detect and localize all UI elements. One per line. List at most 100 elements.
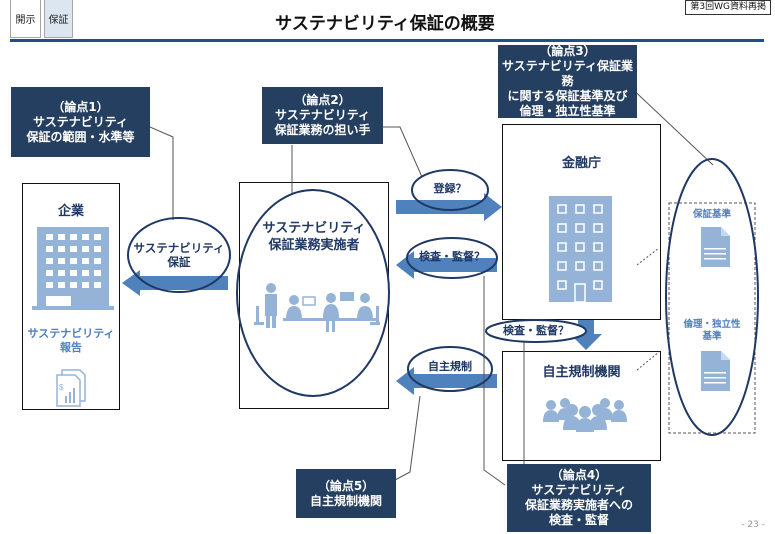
building-window bbox=[94, 258, 101, 264]
issue4-line: 保証業務実施者への bbox=[524, 498, 633, 512]
assurance-flow-label: サステナビリティ 保証 bbox=[128, 241, 230, 269]
building-window bbox=[575, 223, 585, 233]
meeting-team-icon bbox=[254, 283, 380, 332]
issue1-line: 保証の範囲・水準等 bbox=[26, 129, 135, 144]
fsa-standards-dashed-line bbox=[636, 247, 660, 266]
assurance-standard-label: 保証基準 bbox=[692, 209, 731, 220]
issue4-heading: （論点4） bbox=[550, 468, 608, 482]
ethics-standard-document-icon bbox=[701, 351, 730, 391]
issue2-box: （論点2） サステナビリティ 保証業務の担い手 bbox=[262, 87, 383, 144]
building-window bbox=[46, 246, 53, 252]
issue1-connector bbox=[149, 126, 174, 220]
building-window bbox=[58, 258, 65, 264]
inspection-down-label: 検査・監督？ bbox=[503, 324, 569, 337]
company-building-icon bbox=[32, 227, 114, 310]
ethics-standard-line: 倫理・独立性 bbox=[683, 319, 741, 330]
provider-label-line: 保証業務実施者 bbox=[268, 238, 360, 253]
issue1-heading: （論点1） bbox=[52, 99, 109, 114]
inspection-down-ellipse bbox=[485, 319, 587, 343]
report-label-line: 報告 bbox=[60, 341, 82, 354]
building-window bbox=[70, 246, 77, 252]
standards-dashed-box bbox=[668, 202, 756, 434]
issue2-line: 保証業務の担い手 bbox=[274, 123, 371, 137]
assurance-flow-line: 保証 bbox=[167, 255, 191, 269]
registration-label: 登録？ bbox=[433, 182, 467, 195]
issue4-connector-left bbox=[483, 276, 506, 486]
self-regulation-label: 自主規制 bbox=[428, 360, 472, 373]
building-window bbox=[70, 258, 77, 264]
standards-ellipse bbox=[665, 158, 759, 436]
issue3-heading: （論点3） bbox=[539, 44, 596, 58]
building-window bbox=[94, 282, 101, 288]
registration-arrow bbox=[396, 193, 502, 221]
issue1-line: サステナビリティ bbox=[32, 114, 129, 129]
assurance-ellipse bbox=[127, 217, 231, 293]
building-window bbox=[593, 204, 603, 214]
assurance-arrow bbox=[122, 270, 228, 296]
report-label: サステナビリティ 報告 bbox=[22, 327, 120, 355]
page-title: サステナビリティ保証の概要 bbox=[275, 14, 495, 34]
tab-disclosure[interactable]: 開示 bbox=[10, 0, 41, 38]
building-window bbox=[557, 261, 567, 271]
issue3-line: 倫理・独立性基準 bbox=[519, 104, 616, 118]
issue5-line: 自主規制機関 bbox=[309, 493, 382, 508]
issue4-line: 検査・監督 bbox=[548, 513, 609, 527]
building-window bbox=[94, 270, 101, 276]
issue1-box: （論点1） サステナビリティ 保証の範囲・水準等 bbox=[11, 87, 150, 157]
building-window bbox=[46, 282, 53, 288]
report-label-line: サステナビリティ bbox=[27, 327, 115, 340]
self-regulation-ellipse bbox=[407, 346, 493, 392]
building-window bbox=[82, 258, 89, 264]
building-window bbox=[94, 246, 101, 252]
building-window bbox=[557, 223, 567, 233]
issue3-connector bbox=[625, 82, 714, 166]
report-document-icon: $ bbox=[56, 369, 86, 407]
building-window bbox=[46, 270, 53, 276]
issue2-connector-right bbox=[383, 126, 423, 178]
header-rule bbox=[10, 39, 764, 42]
sro-standards-dashed-line bbox=[636, 351, 660, 371]
building-window bbox=[58, 234, 65, 240]
sro-box: 自主規制機関 bbox=[502, 351, 661, 461]
ethics-standard-label: 倫理・独立性 基準 bbox=[669, 319, 755, 343]
building-window bbox=[46, 258, 53, 264]
inspection-fsa-ellipse bbox=[406, 237, 498, 279]
building-window bbox=[70, 270, 77, 276]
issue3-line: サステナビリティ保証業務 bbox=[501, 59, 634, 88]
building-window bbox=[70, 282, 77, 288]
building-window bbox=[557, 204, 567, 214]
building-window bbox=[46, 234, 53, 240]
building-window bbox=[593, 223, 603, 233]
building-window bbox=[94, 234, 101, 240]
issue5-heading: （論点5） bbox=[317, 478, 375, 493]
building-window bbox=[82, 282, 89, 288]
building-window bbox=[58, 282, 65, 288]
building-window bbox=[82, 270, 89, 276]
building-window bbox=[593, 280, 603, 290]
tab-assurance[interactable]: 保証 bbox=[44, 0, 73, 38]
provider-ellipse bbox=[236, 189, 390, 397]
building-window bbox=[82, 234, 89, 240]
building-window bbox=[575, 242, 585, 252]
building-window bbox=[58, 270, 65, 276]
sro-title: 自主規制機関 bbox=[542, 365, 621, 380]
registration-ellipse bbox=[411, 169, 489, 211]
ethics-standard-line: 基準 bbox=[702, 331, 722, 342]
issue2-line: サステナビリティ bbox=[274, 108, 371, 122]
svg-text:$: $ bbox=[59, 383, 64, 392]
fsa-building-icon bbox=[549, 196, 612, 303]
tab-assurance-label: 保証 bbox=[48, 15, 69, 26]
issue3-box: （論点3） サステナビリティ保証業務 に関する保証基準及び 倫理・独立性基準 bbox=[498, 44, 637, 118]
tab-disclosure-label: 開示 bbox=[15, 15, 36, 26]
building-window bbox=[575, 204, 585, 214]
reprint-badge: 第3回WG資料再掲 bbox=[685, 0, 771, 15]
fsa-title: 金融庁 bbox=[561, 156, 601, 171]
page-number: - 23 - bbox=[741, 520, 765, 530]
building-window bbox=[70, 234, 77, 240]
assurance-standard-document-icon bbox=[701, 227, 730, 267]
building-window bbox=[593, 242, 603, 252]
building-window bbox=[593, 261, 603, 271]
inspection-fsa-label: 検査・監督？ bbox=[419, 250, 485, 263]
assurance-flow-line: サステナビリティ bbox=[133, 241, 225, 255]
